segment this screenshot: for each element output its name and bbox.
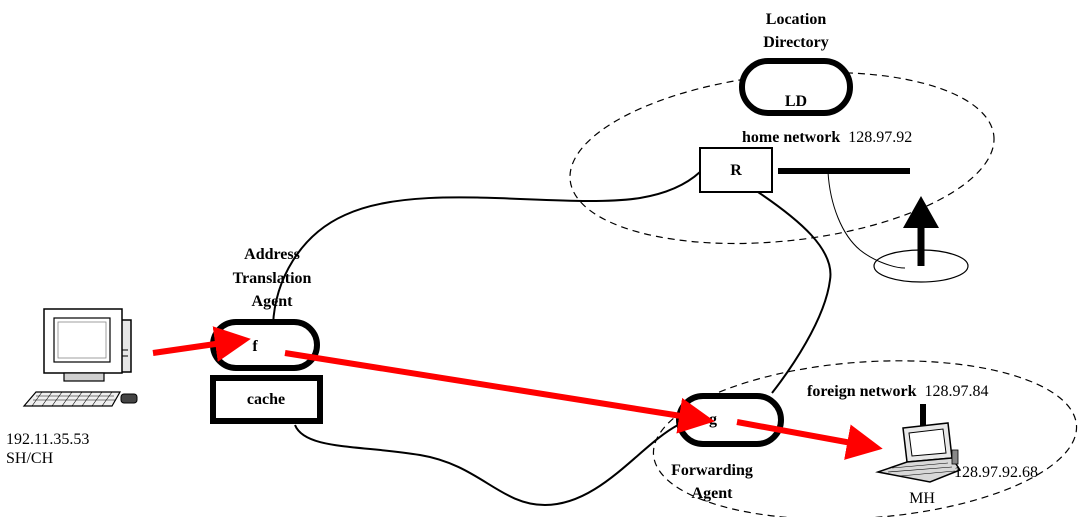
mobile-host-address: 128.97.92.68 [954,464,1038,481]
packet-arrow-host-to-f [152,326,251,362]
link-home-network-drop [827,171,906,269]
movement-arrow-head [903,196,939,228]
host-address: 192.11.35.53 [6,431,89,448]
location-directory-label-line2: Directory [763,34,828,51]
router-node [699,147,773,193]
foreign-network-label: foreign network 128.97.84 [807,383,988,400]
home-network-label: home network 128.97.92 [742,129,912,146]
ata-label-line1: Address [244,246,300,263]
home-network-name: home network [742,129,840,146]
desktop-computer-icon [22,308,138,407]
ata-label-line3: Agent [252,293,294,310]
cache-node [210,375,323,424]
laptop-icon [875,422,962,483]
mobile-host-name: MH [909,490,935,507]
host-name: SH/CH [6,450,54,467]
ld-label: LD [785,93,807,110]
foreign-network-boundary [652,360,1078,517]
home-network-boundary [569,71,995,245]
g-label: g [709,411,717,428]
ata-label-line2: Translation [233,270,312,287]
home-network-address: 128.97.92 [848,129,912,146]
foreign-network-address: 128.97.84 [924,383,988,400]
packet-arrow-g-to-mh [736,419,883,460]
packet-arrow-f-to-g [284,350,715,434]
forwarding-agent-label-line1: Forwarding [671,462,753,479]
foreign-network-name: foreign network [807,383,917,400]
link-cache-forwarding-agent [294,424,679,507]
router-label: R [730,162,742,179]
location-directory-node [739,58,853,116]
link-router-forwarding-agent [754,189,832,394]
location-directory-label-line1: Location [766,11,827,28]
link-ata-router [272,171,701,326]
forwarding-agent-label-line2: Agent [692,485,734,502]
cache-label: cache [247,391,285,408]
f-label: f [252,338,258,355]
